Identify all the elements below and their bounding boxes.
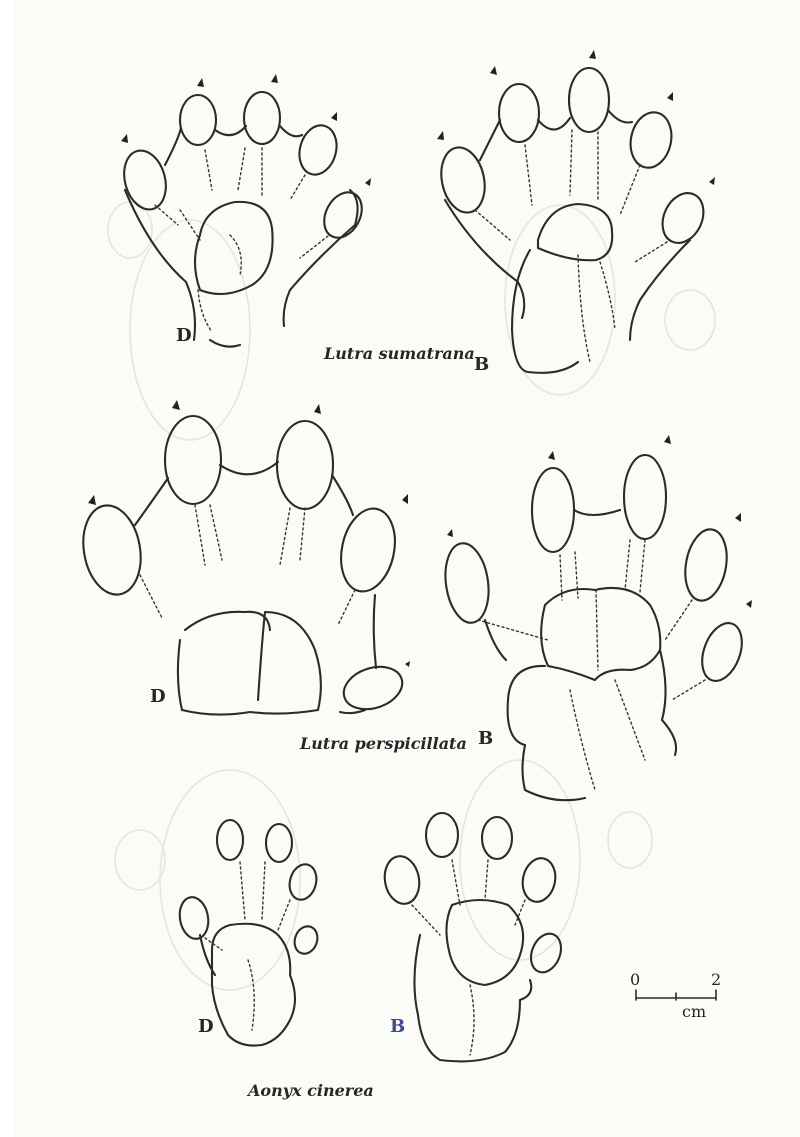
- label-sumatrana-b: B: [474, 356, 489, 374]
- label-perspicillata-b: B: [478, 730, 493, 748]
- label-sumatrana-d: D: [176, 327, 192, 345]
- print-aonyx-cinerea-d: [177, 820, 322, 1046]
- label-perspicillata-d: D: [150, 688, 166, 706]
- scale-end-value: 2: [711, 972, 721, 988]
- label-cinerea-d: D: [198, 1018, 214, 1036]
- scale-bar: [636, 990, 716, 1000]
- scale-unit: cm: [682, 1004, 706, 1020]
- print-lutra-perspicillata-d: [77, 400, 410, 716]
- species-name-lutra-perspicillata: Lutra perspicillata: [300, 736, 467, 752]
- print-lutra-sumatrana-b: [436, 50, 715, 373]
- species-name-lutra-sumatrana: Lutra sumatrana: [324, 346, 475, 362]
- label-cinerea-b: B: [390, 1018, 405, 1036]
- species-name-aonyx-cinerea: Aonyx cinerea: [248, 1083, 374, 1099]
- print-lutra-sumatrana-d: [118, 74, 371, 347]
- show-through-ghost-prints: [108, 202, 715, 990]
- print-aonyx-cinerea-b: [381, 813, 566, 1061]
- scale-start-value: 0: [630, 972, 640, 988]
